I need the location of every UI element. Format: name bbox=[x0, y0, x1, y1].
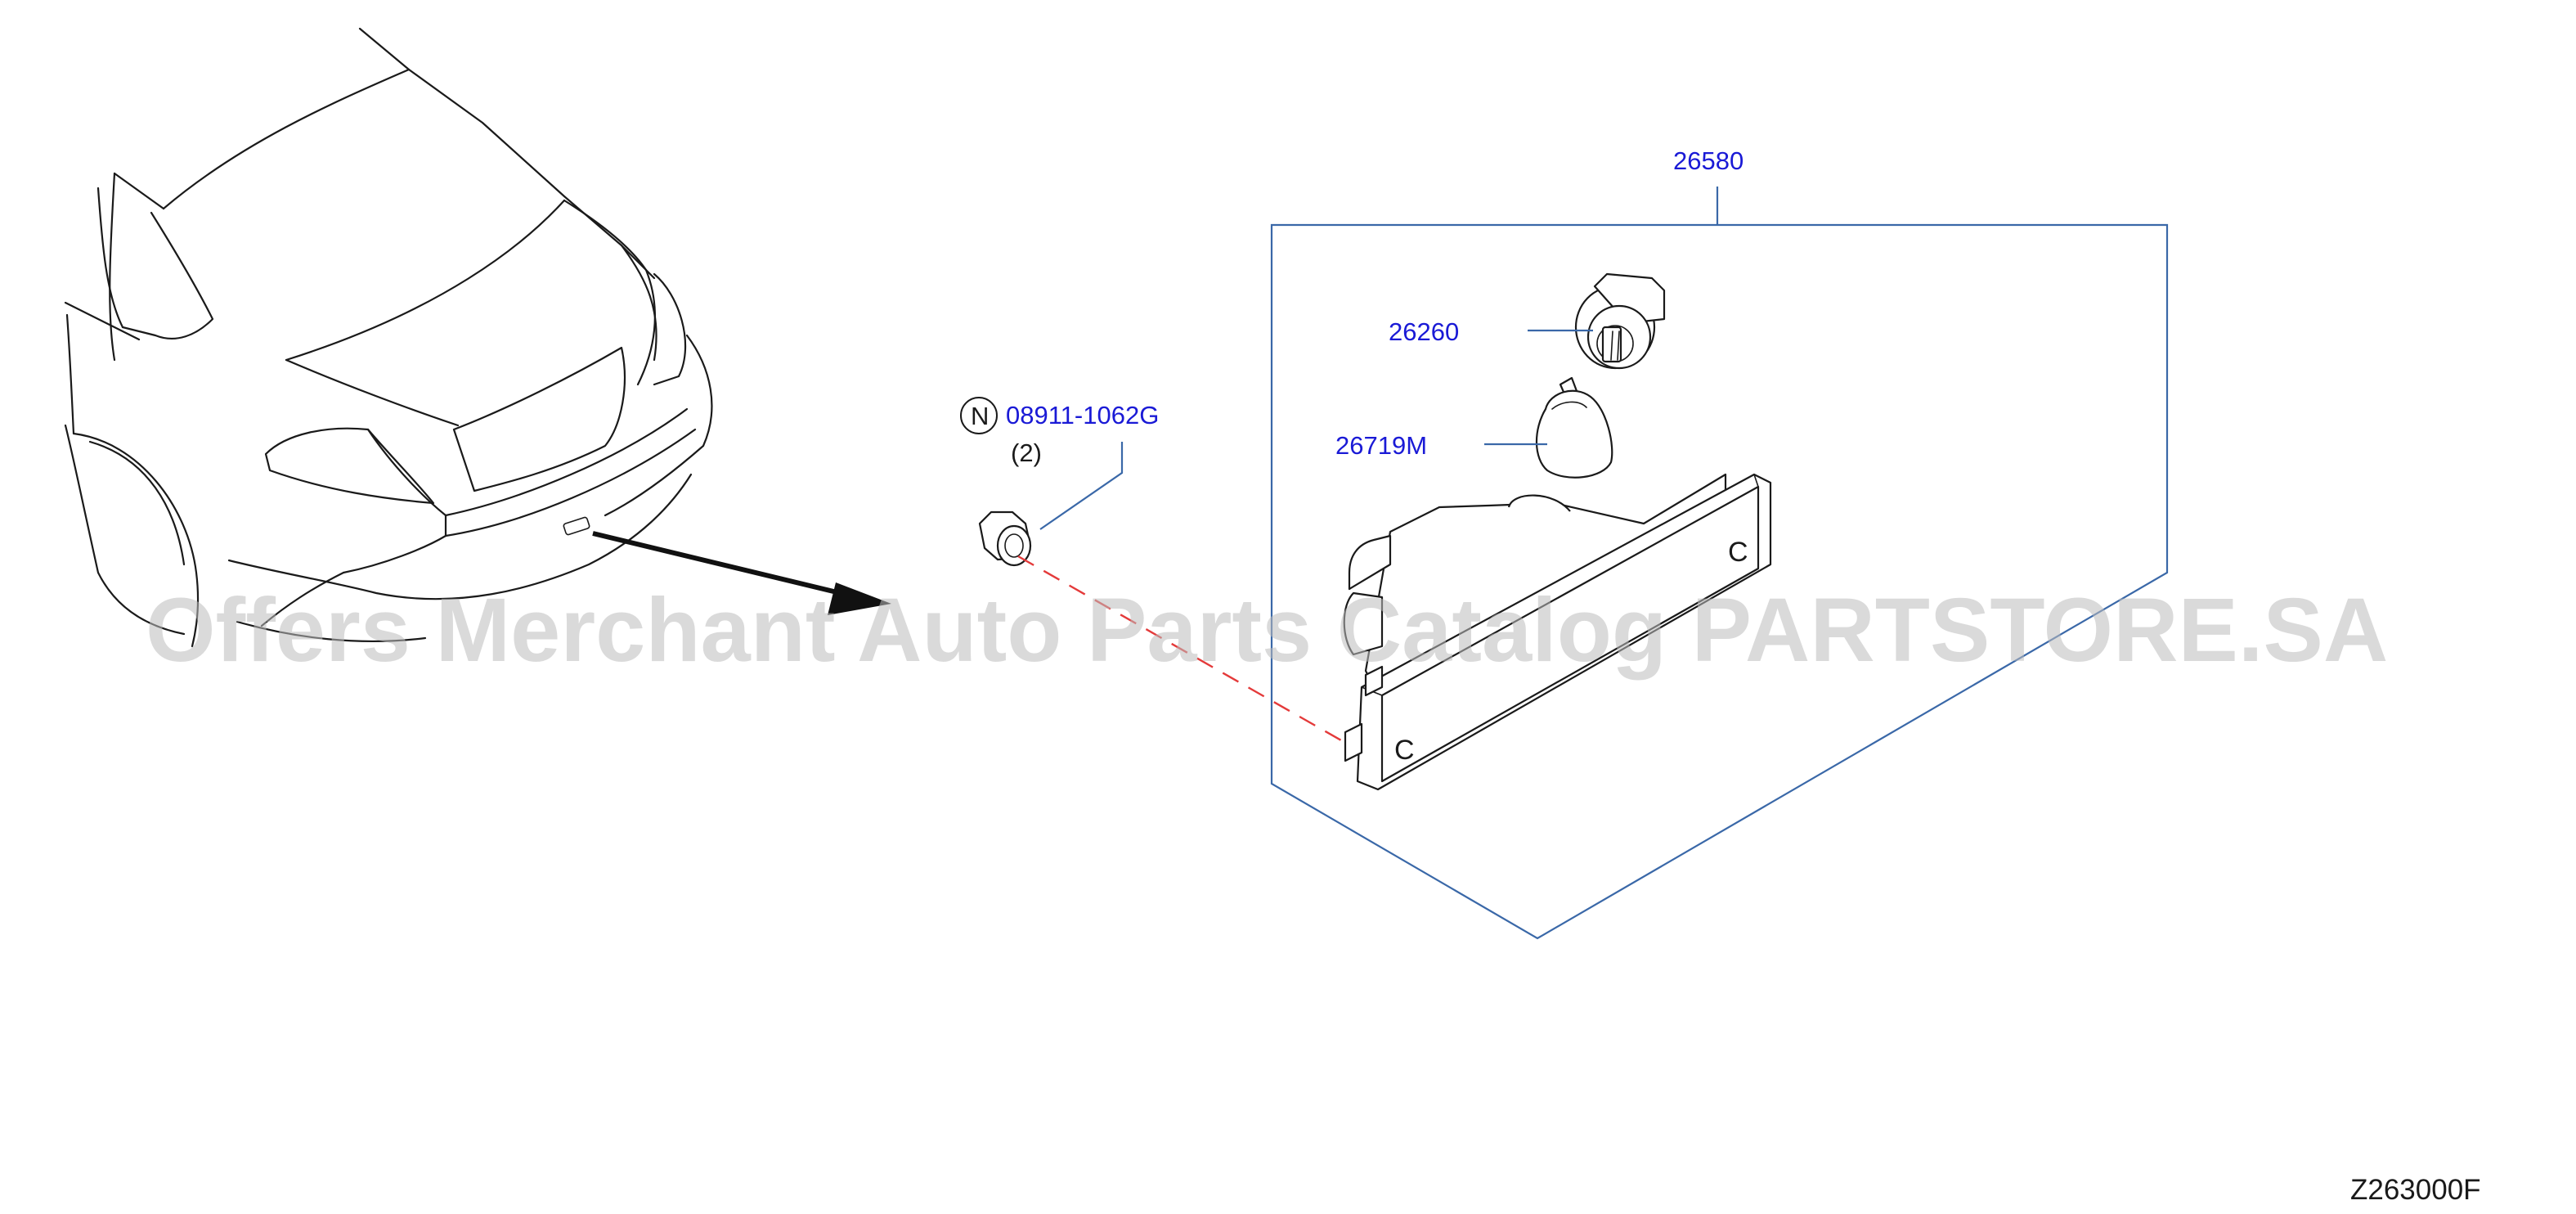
n-circle-icon bbox=[960, 397, 998, 434]
nut-part-callout[interactable]: N 08911-1062G (2) bbox=[960, 397, 1159, 467]
side-marker-lamp-icon[interactable]: C C bbox=[1343, 473, 1772, 791]
fastener-dashed-line bbox=[1017, 555, 1342, 742]
nut-quantity: (2) bbox=[1011, 438, 1042, 467]
reference-code: Z263000F bbox=[2350, 1174, 2481, 1206]
part-label-assembly[interactable]: 26580 bbox=[1673, 146, 1744, 175]
svg-text:C: C bbox=[1394, 735, 1415, 766]
svg-text:C: C bbox=[1728, 537, 1748, 568]
part-label-bulb[interactable]: 26719M bbox=[1335, 431, 1427, 460]
car-rear-outline-icon bbox=[64, 27, 713, 648]
bulb-socket-icon[interactable] bbox=[1574, 272, 1666, 370]
part-label-nut[interactable]: 08911-1062G bbox=[1006, 401, 1159, 429]
part-label-socket[interactable]: 26260 bbox=[1389, 317, 1459, 346]
nut-prefix: N bbox=[971, 402, 989, 430]
assembly-bracket bbox=[1270, 187, 2169, 940]
flange-nut-icon[interactable] bbox=[978, 510, 1032, 567]
leader-lines bbox=[1039, 329, 1593, 530]
wedge-bulb-icon[interactable] bbox=[1535, 376, 1613, 479]
watermark-text: Offers Merchant Auto Parts Catalog PARTS… bbox=[146, 580, 2388, 681]
direction-arrow-icon bbox=[592, 531, 891, 615]
